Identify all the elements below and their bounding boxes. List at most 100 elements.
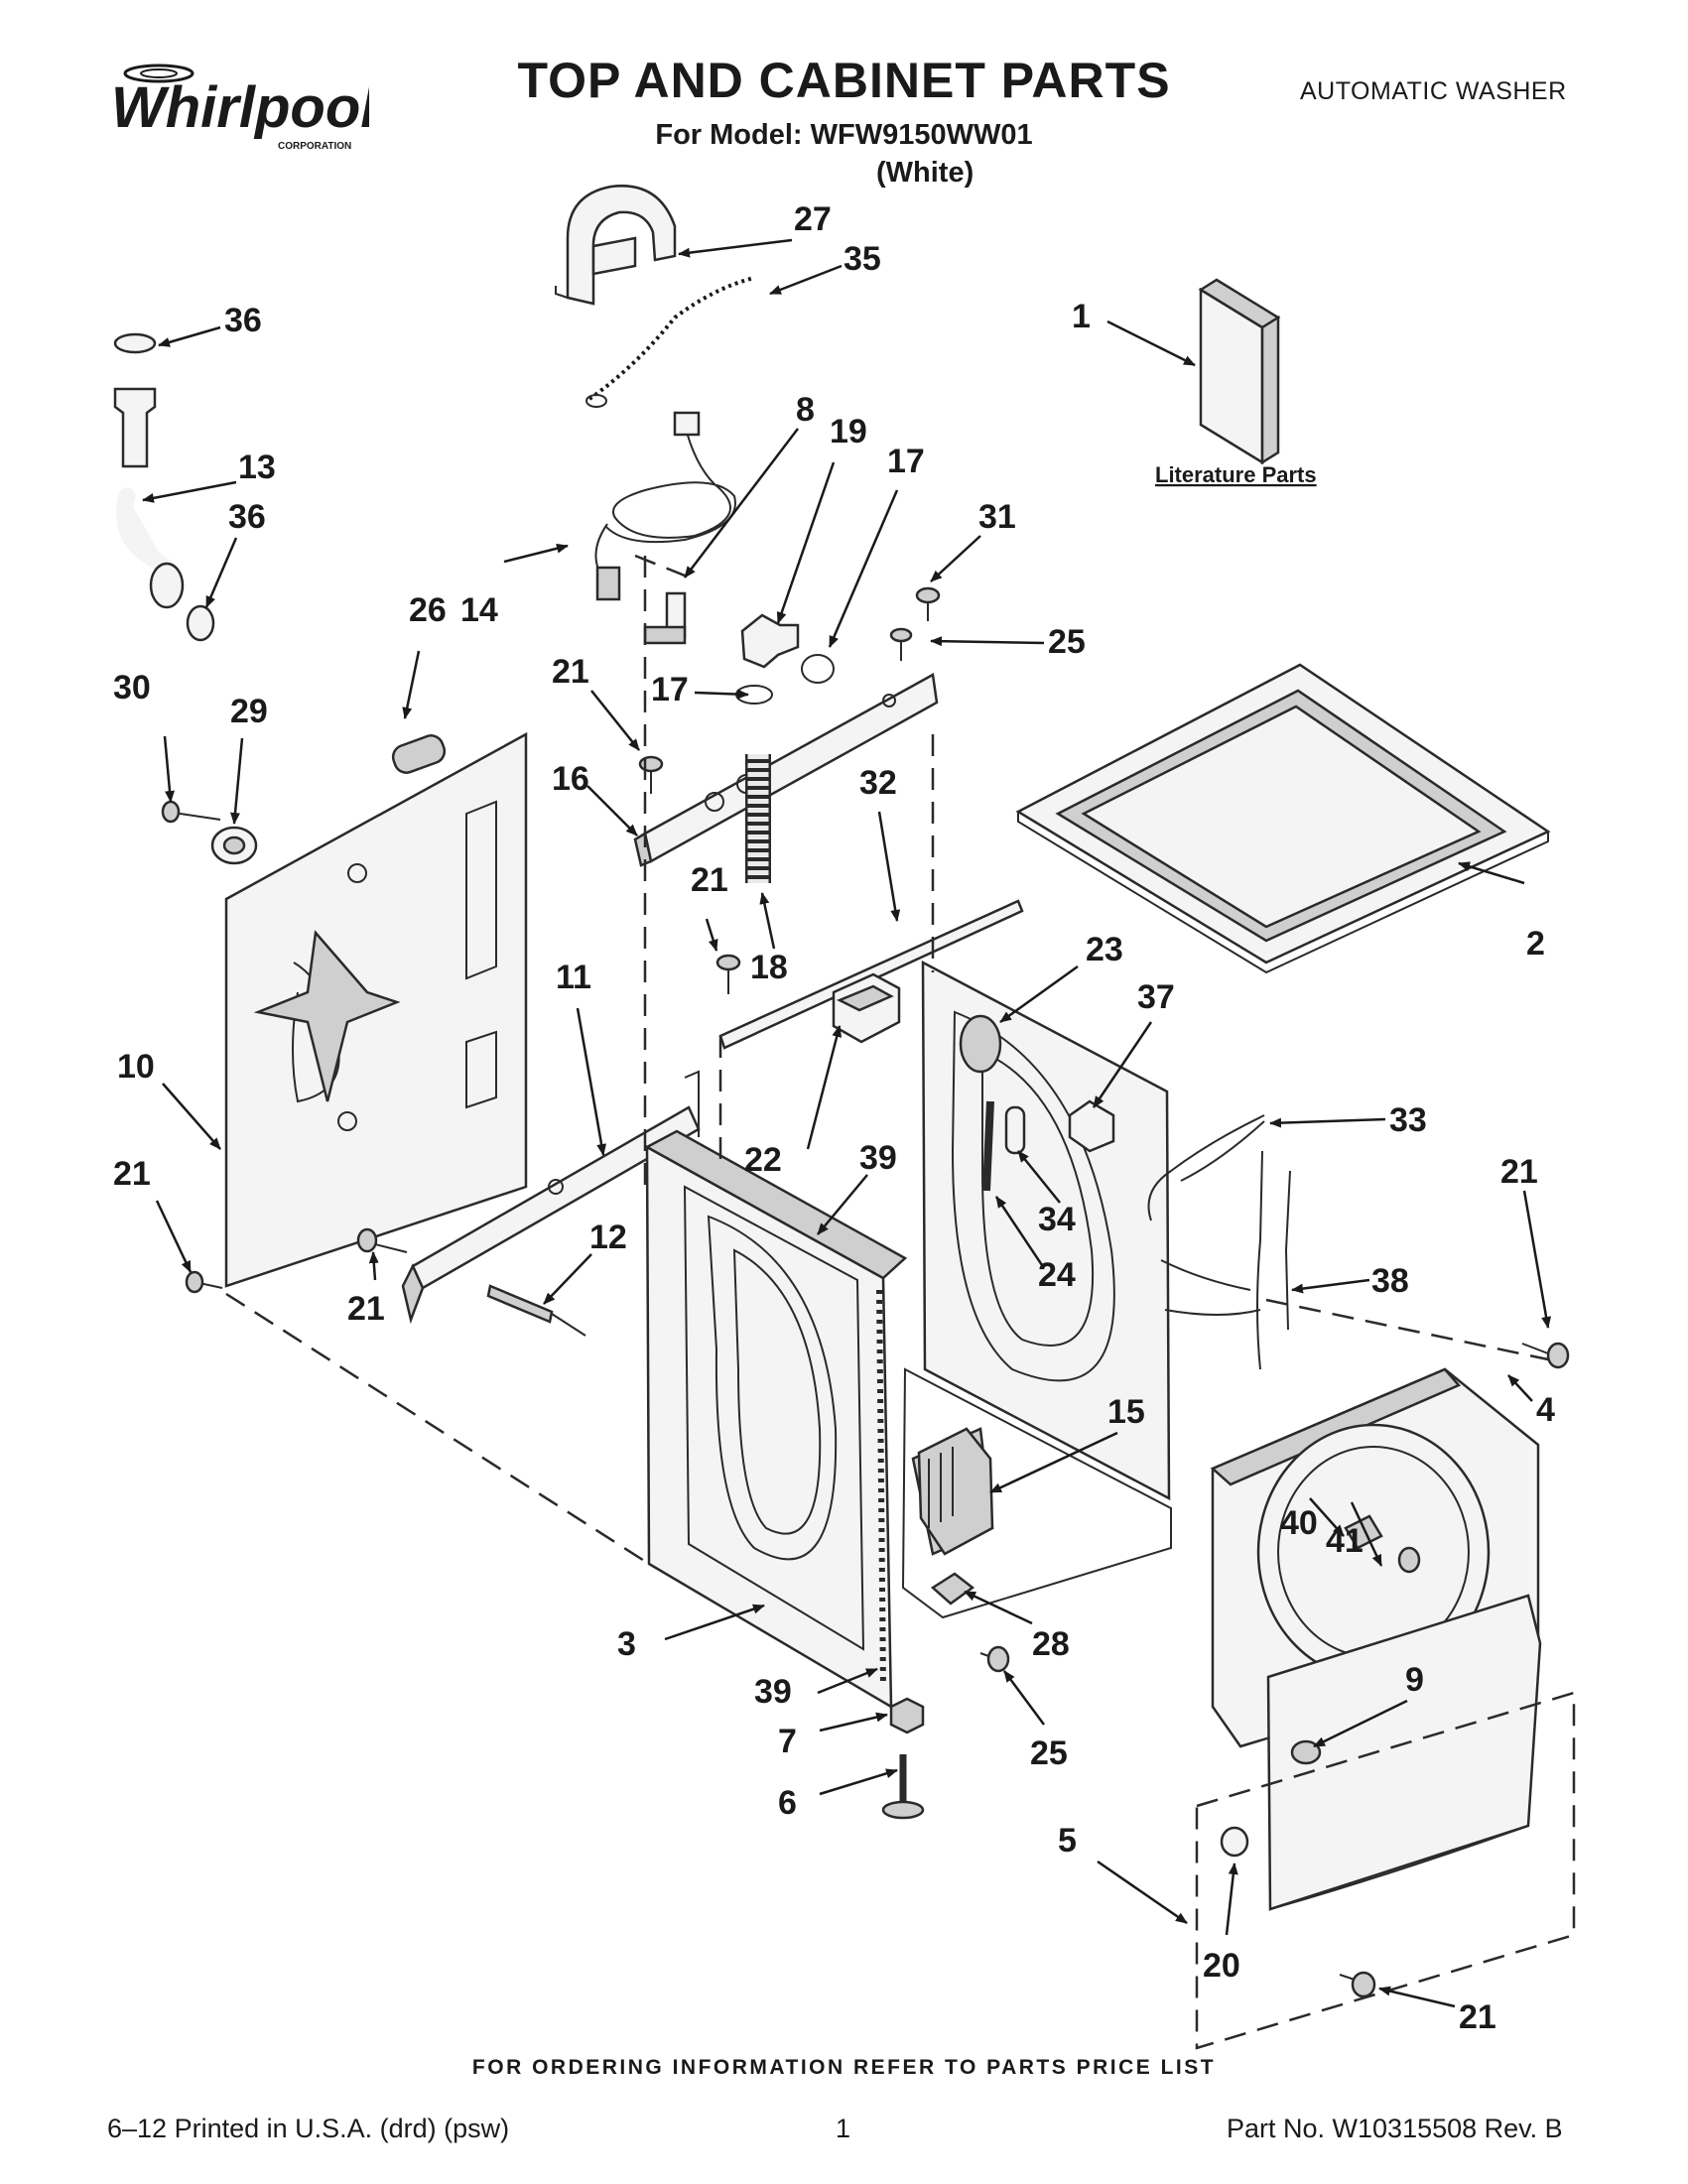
damper-34-part [1004,1105,1026,1155]
screw-25-bottom [979,1645,1010,1673]
washer-top [113,332,157,354]
elbow-part [740,613,800,669]
literature-part [1198,278,1281,465]
callout-9: 9 [1405,1661,1424,1699]
wire-harness-part [1147,1114,1291,1370]
side-panel-part [644,1129,908,1710]
callout-20: 20 [1203,1947,1240,1985]
screw-top-31 [915,586,941,621]
part-number: Part No. W10315508 Rev. B [1227,2114,1563,2143]
callout-labels: 27 35 1 Literature Parts 36 13 36 26 14 … [113,200,1555,2036]
leg-6-part [881,1754,925,1820]
bracket-12-part [486,1284,586,1337]
callout-15: 15 [1107,1393,1145,1431]
screw-21-mid [715,954,741,994]
console-rail-part [633,673,939,867]
callout-10: 10 [117,1048,155,1086]
callout-19: 19 [830,413,867,450]
screw-top-25 [889,627,913,661]
clamp-upper [801,654,835,684]
callout-41: 41 [1326,1522,1363,1560]
callout-39-bottom: 39 [754,1673,792,1711]
callout-28: 28 [1032,1625,1070,1663]
grommet-part [391,734,447,774]
model-line: For Model: WFW9150WW01 [655,119,1033,151]
callout-12: 12 [589,1219,627,1256]
callout-32: 32 [859,764,897,802]
assembly-lines [225,554,1576,2050]
callout-33: 33 [1389,1101,1427,1139]
callout-21-f: 21 [1459,1998,1496,2036]
power-cord-part [594,411,736,601]
grommet-29 [210,826,258,865]
category-label: AUTOMATIC WASHER [1300,77,1567,105]
callout-25-bottom: 25 [1030,1734,1068,1772]
ordering-note: FOR ORDERING INFORMATION REFER TO PARTS … [471,2056,1217,2079]
chain-ring [585,394,607,408]
page-number: 1 [836,2114,851,2143]
print-info: 6–12 Printed in U.S.A. (drd) (psw) [107,2114,510,2143]
callout-24: 24 [1038,1256,1076,1294]
callout-17-mid: 17 [651,671,689,708]
clip-9-part [1290,1739,1322,1765]
access-panel-part [1266,1594,1542,1911]
screw-21-left [185,1270,223,1294]
callout-21-b: 21 [691,861,728,899]
top-panel-part [1015,663,1551,974]
brand-name: Whirlpool [111,75,369,140]
callout-21-a: 21 [552,653,589,691]
clip-base [643,625,687,645]
callout-21-e: 21 [1500,1153,1538,1191]
hose-guide-part [555,185,677,306]
callout-11: 11 [556,959,591,996]
callout-14: 14 [460,591,498,629]
bead-chain-part [587,276,755,401]
callout-30: 30 [113,669,151,707]
page-title: TOP AND CABINET PARTS [517,53,1171,108]
callout-3: 3 [617,1625,636,1663]
callout-22: 22 [744,1141,782,1179]
callout-37: 37 [1137,978,1175,1016]
screw-30 [161,800,221,824]
callout-27: 27 [794,200,832,238]
inlet-hose-part [113,387,185,609]
bracket-28-part [930,1572,975,1606]
leader-lines [142,238,1552,2008]
literature-label: Literature Parts [1155,462,1317,487]
callout-25-top: 25 [1048,623,1086,661]
callout-39-top: 39 [859,1139,897,1177]
cross-brace-part [401,1070,701,1325]
screw-41 [1397,1546,1421,1574]
whirlpool-logo: Whirlpool CORPORATION [111,64,369,152]
screw-21-bottom [1339,1971,1376,1998]
callout-40: 40 [1280,1504,1318,1542]
nut-7-part [889,1697,925,1734]
callout-34: 34 [1038,1201,1076,1238]
brand-sub: CORPORATION [278,141,351,152]
callout-2: 2 [1526,925,1545,963]
callout-21-c: 21 [113,1155,151,1193]
callout-13: 13 [238,449,276,486]
callout-4: 4 [1536,1391,1555,1429]
callout-6: 6 [778,1784,797,1822]
control-board-part [917,1427,994,1556]
callout-7: 7 [778,1723,797,1760]
vent-23-part [959,1014,1002,1074]
callout-1: 1 [1072,298,1091,335]
callout-16: 16 [552,760,589,798]
callout-38: 38 [1371,1262,1409,1300]
callout-26: 26 [409,591,447,629]
clip-37-part [1068,1099,1115,1153]
callout-35: 35 [844,240,881,278]
tube-24-part [982,1100,994,1192]
callout-29: 29 [230,693,268,730]
callout-18: 18 [750,949,788,986]
callout-17-top: 17 [887,443,925,480]
rear-panel-part [224,731,528,1288]
color-line: (White) [876,157,974,189]
callout-36-bottom: 36 [228,498,266,536]
screw-21-upper [638,755,664,794]
callout-36-top: 36 [224,302,262,339]
screw-21-brace [356,1227,408,1253]
